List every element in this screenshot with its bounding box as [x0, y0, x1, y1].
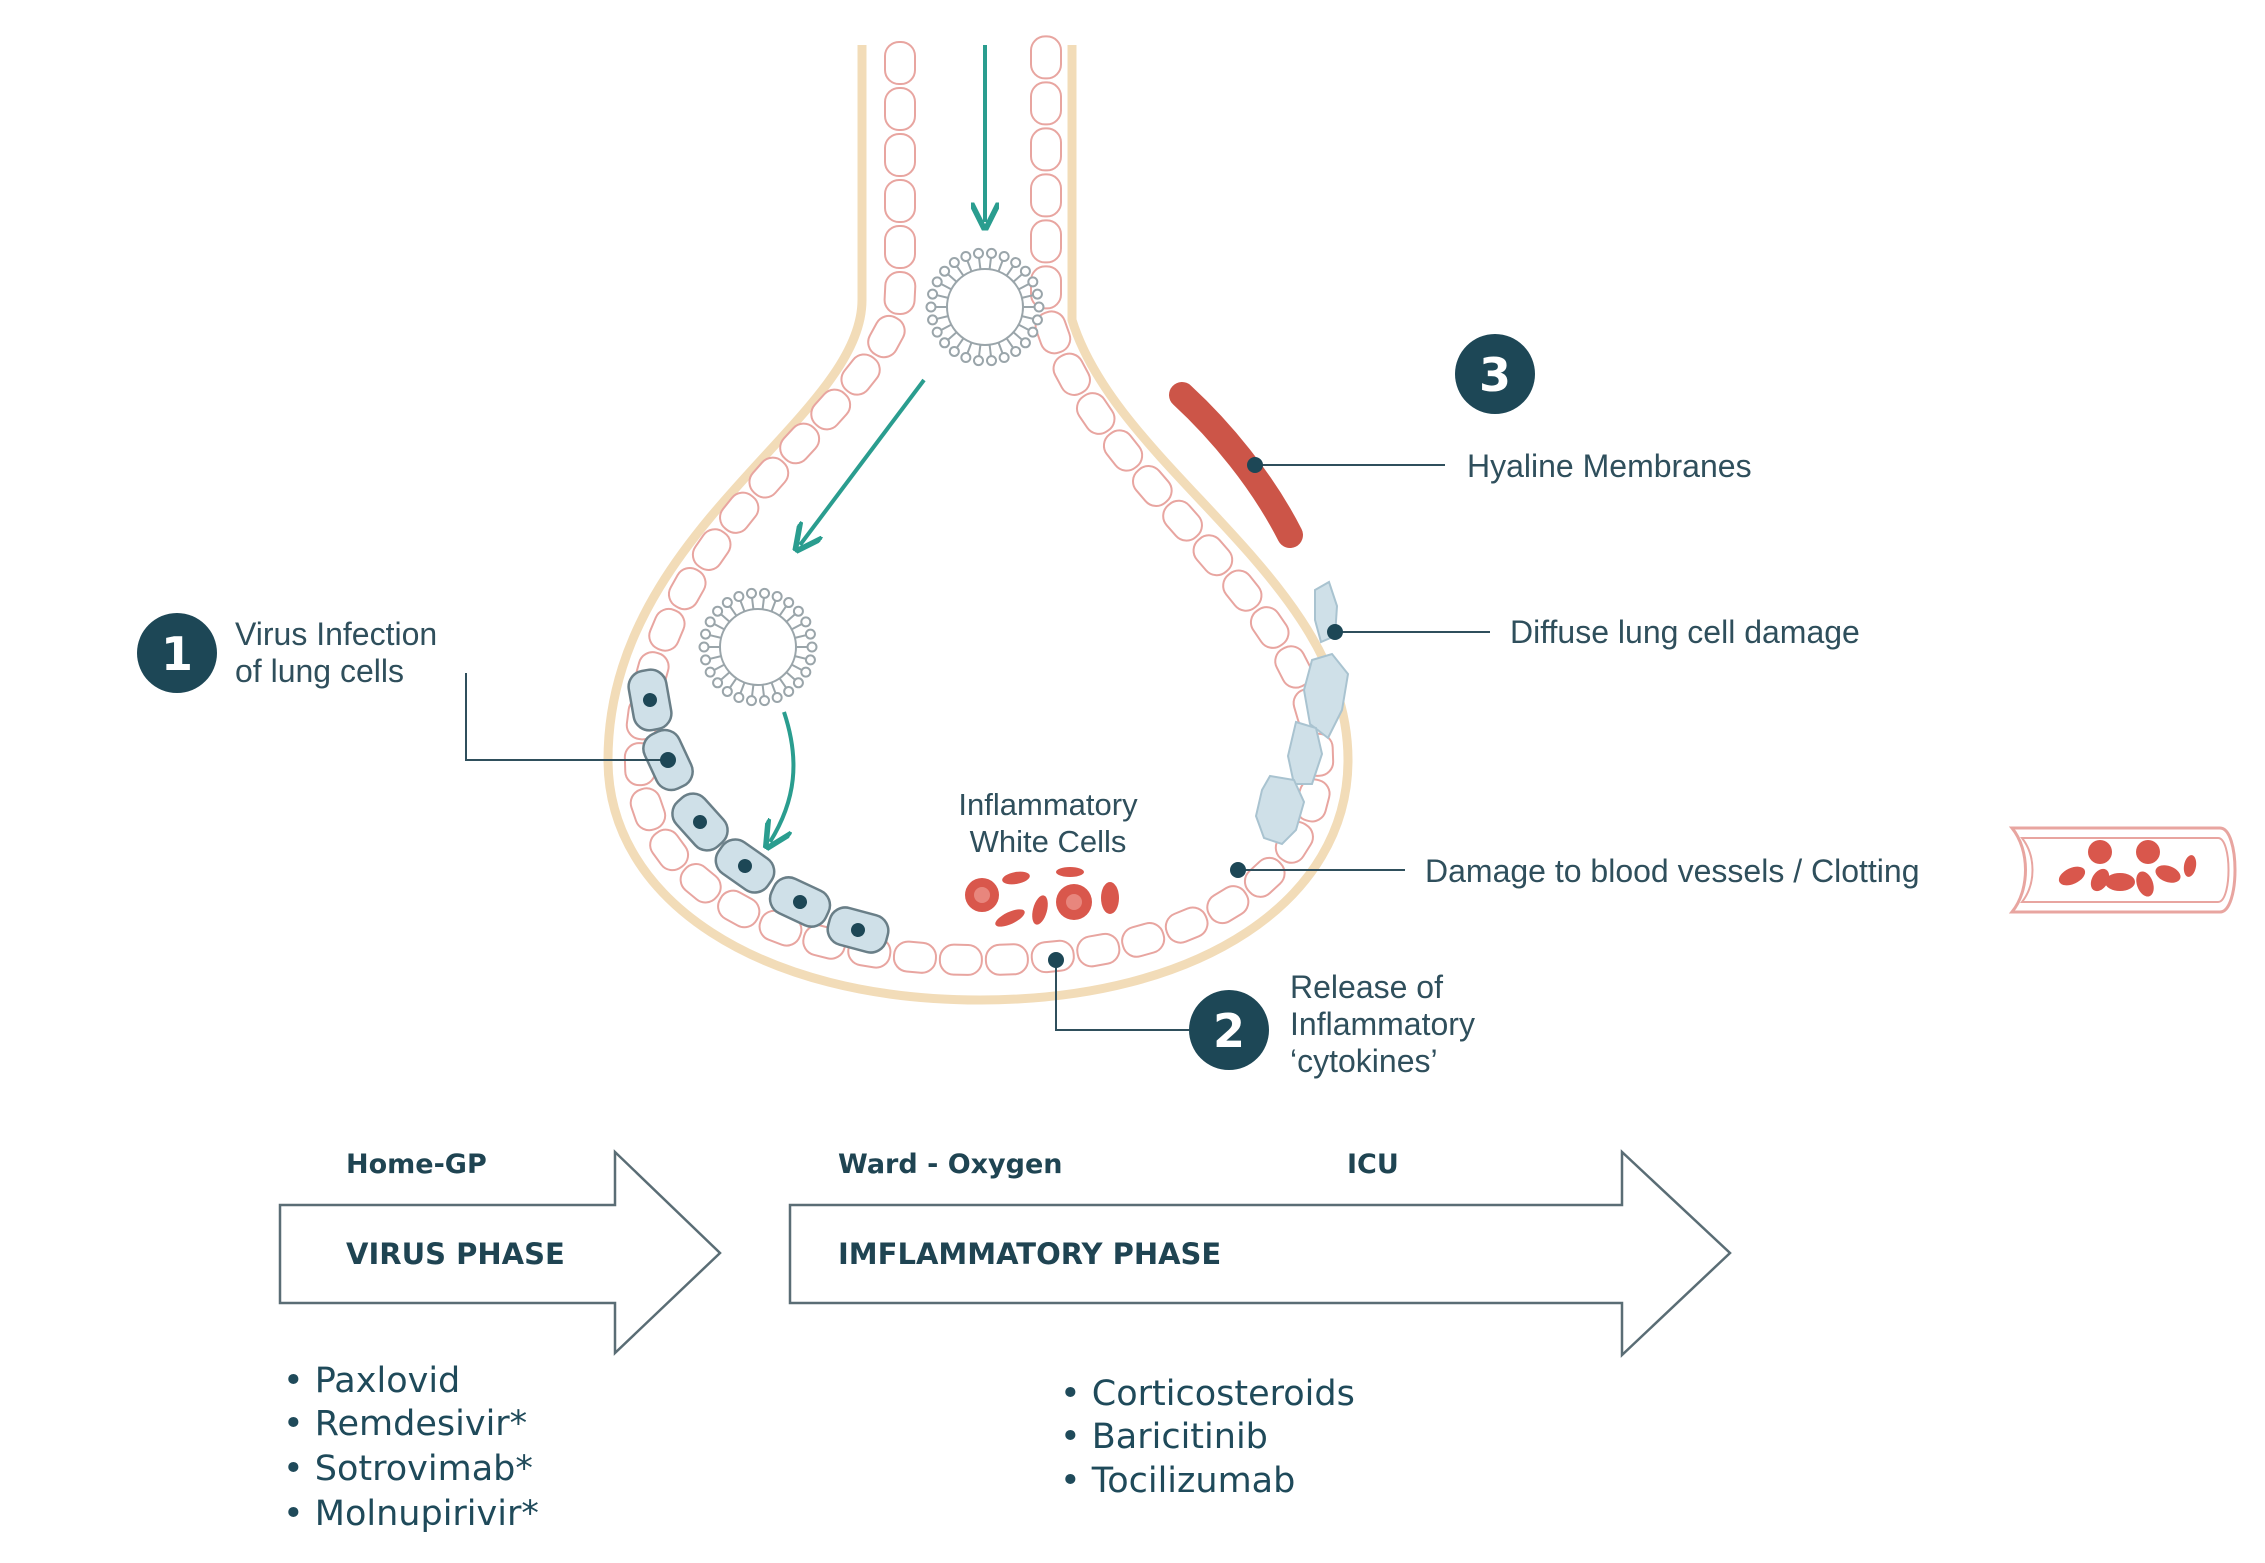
hyaline-membranes-label: Hyaline Membranes	[1467, 448, 1752, 484]
alveolar-cell	[867, 314, 906, 359]
coronavirus-icon	[925, 247, 1045, 367]
virus-movement-arrow	[800, 378, 926, 545]
alveolar-cell	[1243, 856, 1286, 898]
virus-phase-arrow	[278, 1149, 722, 1356]
step-3-badge	[1455, 334, 1535, 414]
diffuse-damage-label: Diffuse lung cell damage	[1510, 614, 1860, 650]
step-1-badge	[137, 613, 217, 693]
alveolar-cell	[717, 889, 761, 929]
alveolar-cell	[649, 828, 690, 872]
icu-label: ICU	[1347, 1149, 1399, 1180]
alveolar-cell	[1102, 429, 1144, 472]
inflammatory-white-cells-icon	[965, 867, 1119, 927]
infection-arrow	[770, 711, 796, 842]
drug-item: • Corticosteroids	[1060, 1374, 1355, 1414]
alveolar-cell	[1164, 906, 1209, 944]
alveolar-cell	[1030, 127, 1062, 172]
home-gp-label: Home-GP	[346, 1149, 487, 1180]
step-1-label-line2: of lung cells	[235, 653, 404, 689]
alveolar-cell	[1274, 645, 1313, 689]
alveolar-cell	[883, 270, 917, 316]
step-2-leader-dot	[1048, 952, 1064, 968]
infected-cell	[768, 876, 832, 928]
step-1-leader-line	[465, 673, 668, 761]
infected-cell	[714, 838, 776, 894]
alveolar-cell	[1076, 932, 1121, 968]
alveolar-cell	[691, 528, 732, 571]
drug-item: • Remdesivir*	[283, 1404, 527, 1444]
alveolar-cell	[748, 456, 790, 499]
inflammatory-phase-drug-list: • Corticosteroids • Baricitinib • Tocili…	[1060, 1374, 1355, 1501]
step-2-number: 2	[1213, 1004, 1245, 1058]
alveolar-cell	[884, 87, 916, 131]
alveolar-cell	[1206, 885, 1250, 925]
alveolar-cell	[667, 566, 707, 611]
alveolar-cell	[938, 943, 983, 976]
step-2-label-line1: Release of	[1290, 969, 1443, 1005]
alveolar-cell	[719, 491, 760, 534]
alveolar-cell	[884, 179, 916, 223]
alveolar-cell	[884, 225, 916, 269]
blood-vessel-damage-label: Damage to blood vessels / Clotting	[1425, 853, 1919, 889]
drug-item: • Paxlovid	[283, 1361, 460, 1401]
inflammatory-phase-arrow	[788, 1149, 1732, 1358]
step-2-badge	[1189, 990, 1269, 1070]
drug-item: • Molnupirivir*	[283, 1494, 539, 1534]
step-3-number: 3	[1479, 348, 1511, 402]
drug-item: • Baricitinib	[1060, 1417, 1268, 1457]
drug-item: • Tocilizumab	[1060, 1461, 1295, 1501]
drug-item: • Sotrovimab*	[283, 1449, 533, 1489]
alveolar-cell	[629, 787, 667, 832]
alveolar-cell-layer	[623, 35, 1335, 976]
inflammatory-phase-label: IMFLAMMATORY PHASE	[838, 1237, 1221, 1271]
alveolar-cell	[1030, 219, 1062, 264]
infected-cell	[671, 792, 729, 852]
infected-cell	[826, 906, 890, 954]
damaged-cells	[1254, 580, 1350, 846]
alveolar-cell	[1030, 265, 1062, 310]
alveolar-cell	[884, 133, 916, 177]
alveolar-cell	[648, 607, 686, 652]
alveolar-cell	[779, 422, 821, 465]
alveolar-cell	[1222, 569, 1263, 612]
virus-phase-drug-list: • Paxlovid • Remdesivir* • Sotrovimab* •…	[283, 1361, 539, 1534]
alveolar-cell	[984, 943, 1029, 976]
virus-phase-label: VIRUS PHASE	[346, 1237, 565, 1271]
alveolar-cell	[679, 863, 722, 904]
step-2-label-line2: Inflammatory	[1290, 1006, 1475, 1042]
white-cells-label-line1: Inflammatory	[958, 787, 1138, 822]
alveolar-cell	[840, 353, 881, 396]
ward-oxygen-label: Ward - Oxygen	[838, 1149, 1063, 1180]
alveolar-cell	[1075, 392, 1116, 435]
step-2-leader-line	[1055, 960, 1189, 1031]
blood-leader-dot	[1230, 862, 1246, 878]
hyaline-leader-dot	[1247, 457, 1263, 473]
step-2-label-line3: ‘cytokines’	[1290, 1043, 1438, 1079]
alveolar-cell	[810, 388, 852, 431]
infected-cell	[627, 668, 673, 732]
alveolar-cell	[1052, 352, 1091, 396]
alveolar-cell	[1132, 465, 1173, 507]
alveolar-cell	[1162, 499, 1203, 542]
diffuse-leader-dot	[1327, 624, 1343, 640]
white-cells-label-line2: White Cells	[970, 824, 1127, 859]
alveolar-cell	[1030, 81, 1062, 126]
step-1-label-line1: Virus Infection	[235, 616, 437, 652]
alveolar-cell	[1192, 534, 1234, 577]
alveolar-cell	[1121, 922, 1166, 958]
alveolar-cell	[1030, 35, 1062, 80]
alveolar-cell	[1030, 173, 1062, 218]
coronavirus-icon	[698, 587, 818, 707]
infected-cells	[627, 668, 890, 954]
alveolar-cell	[884, 41, 916, 85]
alveolar-cell	[1034, 310, 1072, 355]
alveolus-outer-wall	[603, 45, 1353, 1005]
step-1-number: 1	[161, 627, 193, 681]
alveolar-cell	[892, 940, 938, 974]
alveolar-cell	[1249, 606, 1290, 649]
step-1-leader-dot	[660, 752, 676, 768]
blood-vessel-icon	[2008, 826, 2237, 914]
hyaline-membrane	[1169, 382, 1303, 548]
